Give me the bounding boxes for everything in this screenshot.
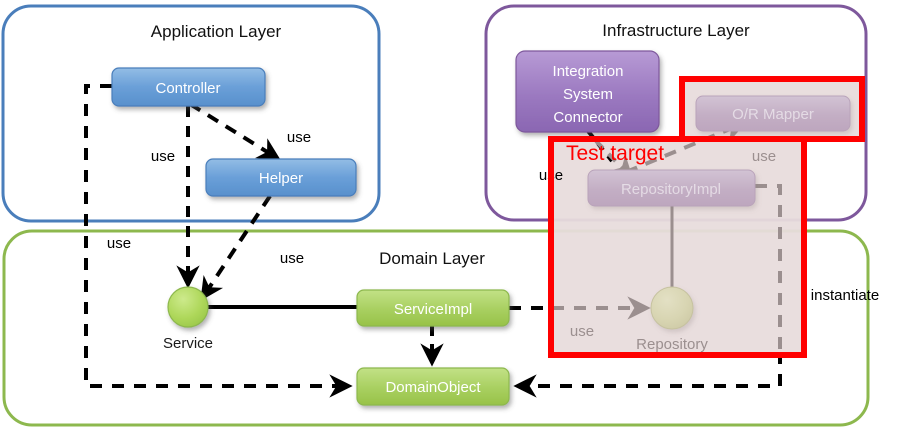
node-domain-object[interactable]: [356, 367, 510, 406]
node-service[interactable]: [167, 286, 209, 328]
node-label-helper: Helper: [259, 170, 303, 187]
edge-label-controller-to-service: use: [151, 148, 175, 165]
node-label-or-mapper: O/R Mapper: [732, 106, 814, 123]
layer-title-domain: Domain Layer: [379, 249, 485, 268]
edge-label-helper-to-service: use: [280, 250, 304, 267]
node-label-integration-connector-line3: Connector: [553, 109, 622, 126]
node-integration-system-connector[interactable]: [515, 50, 660, 133]
node-label-controller: Controller: [155, 80, 220, 97]
node-label-service-impl: ServiceImpl: [394, 301, 472, 318]
layer-title-application: Application Layer: [151, 22, 282, 41]
node-label-domain-object: DomainObject: [385, 379, 481, 396]
edge-label-repository-impl-to-or-mapper: use: [752, 148, 776, 165]
test-target-annotation-label: Test target: [566, 142, 664, 165]
edge-controller-to-helper: [188, 102, 281, 161]
node-controller[interactable]: [111, 67, 266, 107]
node-or-mapper[interactable]: [695, 95, 851, 132]
node-label-repository-impl: RepositoryImpl: [621, 181, 721, 198]
edge-label-controller-to-helper: use: [287, 129, 311, 146]
node-label-integration-connector-line2: System: [563, 86, 613, 103]
node-repository-impl[interactable]: [587, 169, 756, 207]
edge-instantiate-domain-object: [513, 184, 782, 398]
edge-label-instantiate: instantiate: [811, 287, 879, 304]
edge-label-service-impl-to-repository: use: [570, 323, 594, 340]
node-label-service: Service: [163, 335, 213, 352]
node-helper[interactable]: [205, 158, 357, 197]
node-label-integration-connector-line1: Integration: [553, 63, 624, 80]
node-repository[interactable]: [650, 286, 694, 330]
edge-label-controller-to-domain-object: use: [107, 235, 131, 252]
test-target-box-repository: [548, 136, 807, 358]
layer-title-infrastructure: Infrastructure Layer: [602, 21, 750, 40]
node-label-repository: Repository: [636, 336, 708, 353]
edge-controller-to-domain-object: [84, 84, 353, 398]
node-service-impl[interactable]: [356, 289, 510, 327]
